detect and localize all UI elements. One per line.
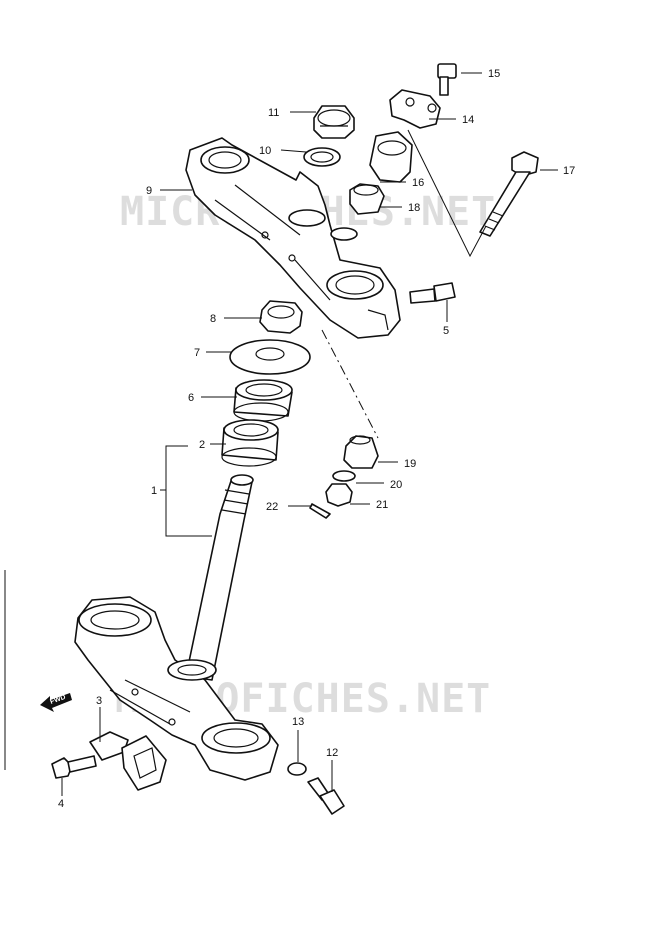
callout-5: 5 [443,325,449,337]
bearing-6 [233,379,293,422]
steering-stem-1 [185,474,254,681]
callout-9: 9 [146,185,152,197]
callout-15: 15 [488,68,500,80]
callout-17: 17 [563,165,575,177]
callout-10: 10 [259,145,271,157]
callout-7: 7 [194,347,200,359]
callout-22: 22 [266,501,278,513]
group-bracket-1-2 [165,445,212,537]
nut-11 [313,105,355,139]
cotter-pin-22 [309,503,331,519]
bolt-12 [307,777,345,815]
handlebar-holder-16 [369,131,413,183]
fwd-arrow: FWD [40,693,72,712]
damper-18 [349,183,385,215]
callout-18: 18 [408,202,420,214]
callout-16: 16 [412,177,424,189]
callout-1: 1 [151,485,157,497]
bolt-4 [51,755,97,779]
callout-19: 19 [404,458,416,470]
reference-line-upper [407,129,487,258]
nut-21 [325,483,353,507]
callout-12: 12 [326,747,338,759]
callout-6: 6 [188,392,194,404]
washer-20 [332,470,356,482]
holder-19 [343,435,379,469]
callout-8: 8 [210,313,216,325]
callout-3: 3 [96,695,102,707]
bearing-2 [221,419,279,467]
callout-2: 2 [199,439,205,451]
callout-11: 11 [268,107,279,119]
callout-13: 13 [292,716,304,728]
bolt-5 [409,282,456,304]
leader-10 [280,149,307,153]
washer-10 [303,147,341,167]
handlebar-holder-14 [389,89,441,129]
reference-line-lower [321,329,379,439]
lower-bracket [74,596,279,781]
callout-14: 14 [462,114,474,126]
bolt-15 [437,63,457,96]
bolt-17 [479,151,539,237]
callout-21: 21 [376,499,388,511]
washer-7 [229,339,311,375]
upper-bracket [185,137,401,339]
bushing [330,227,358,241]
nut-8 [259,300,303,334]
washer-13 [287,762,307,776]
cable-guide-3 [89,731,167,791]
callout-20: 20 [390,479,402,491]
callout-4: 4 [58,798,64,810]
